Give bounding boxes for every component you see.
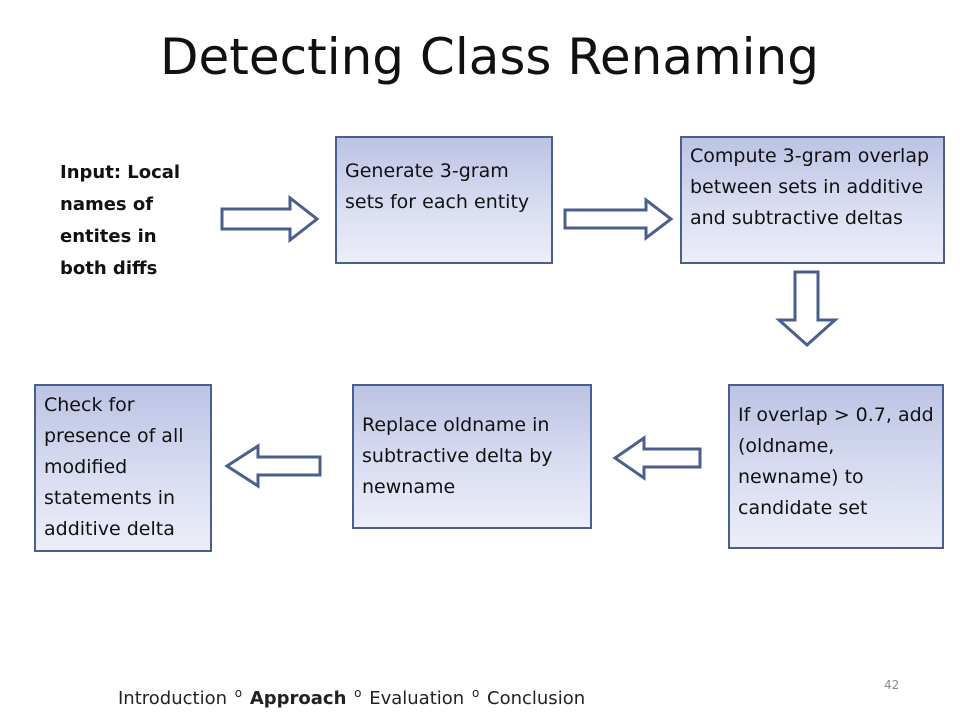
step-overlap-threshold: If overlap > 0.7, add (oldname, newname)… (728, 384, 944, 549)
footer-separator: o (234, 686, 243, 700)
right-arrow-icon (563, 196, 674, 242)
footer-separator: o (354, 686, 362, 700)
footer-item-conclusion: Conclusion (487, 688, 586, 709)
input-label: Input: Local names of entites in both di… (60, 162, 181, 279)
step-compute-overlap: Compute 3-gram overlap between sets in a… (680, 136, 945, 264)
step-generate-3gram: Generate 3-gram sets for each entity (335, 136, 553, 264)
footer-item-evaluation: Evaluation (369, 688, 465, 709)
slide-title: Detecting Class Renaming (160, 28, 819, 86)
footer-separator: o (471, 686, 480, 700)
left-arrow-icon (612, 435, 702, 481)
down-arrow-icon (775, 270, 839, 348)
left-arrow-icon (224, 443, 322, 489)
step-check-presence: Check for presence of all modified state… (34, 384, 212, 552)
footer-item-approach: Approach (249, 688, 347, 709)
step-replace-oldname: Replace oldname in subtractive delta by … (352, 384, 592, 529)
footer-navigation: Introduction o Approach o Evaluation o C… (118, 686, 585, 709)
page-number: 42 (884, 678, 900, 692)
right-arrow-icon (220, 194, 320, 244)
footer-item-introduction: Introduction (118, 688, 228, 709)
